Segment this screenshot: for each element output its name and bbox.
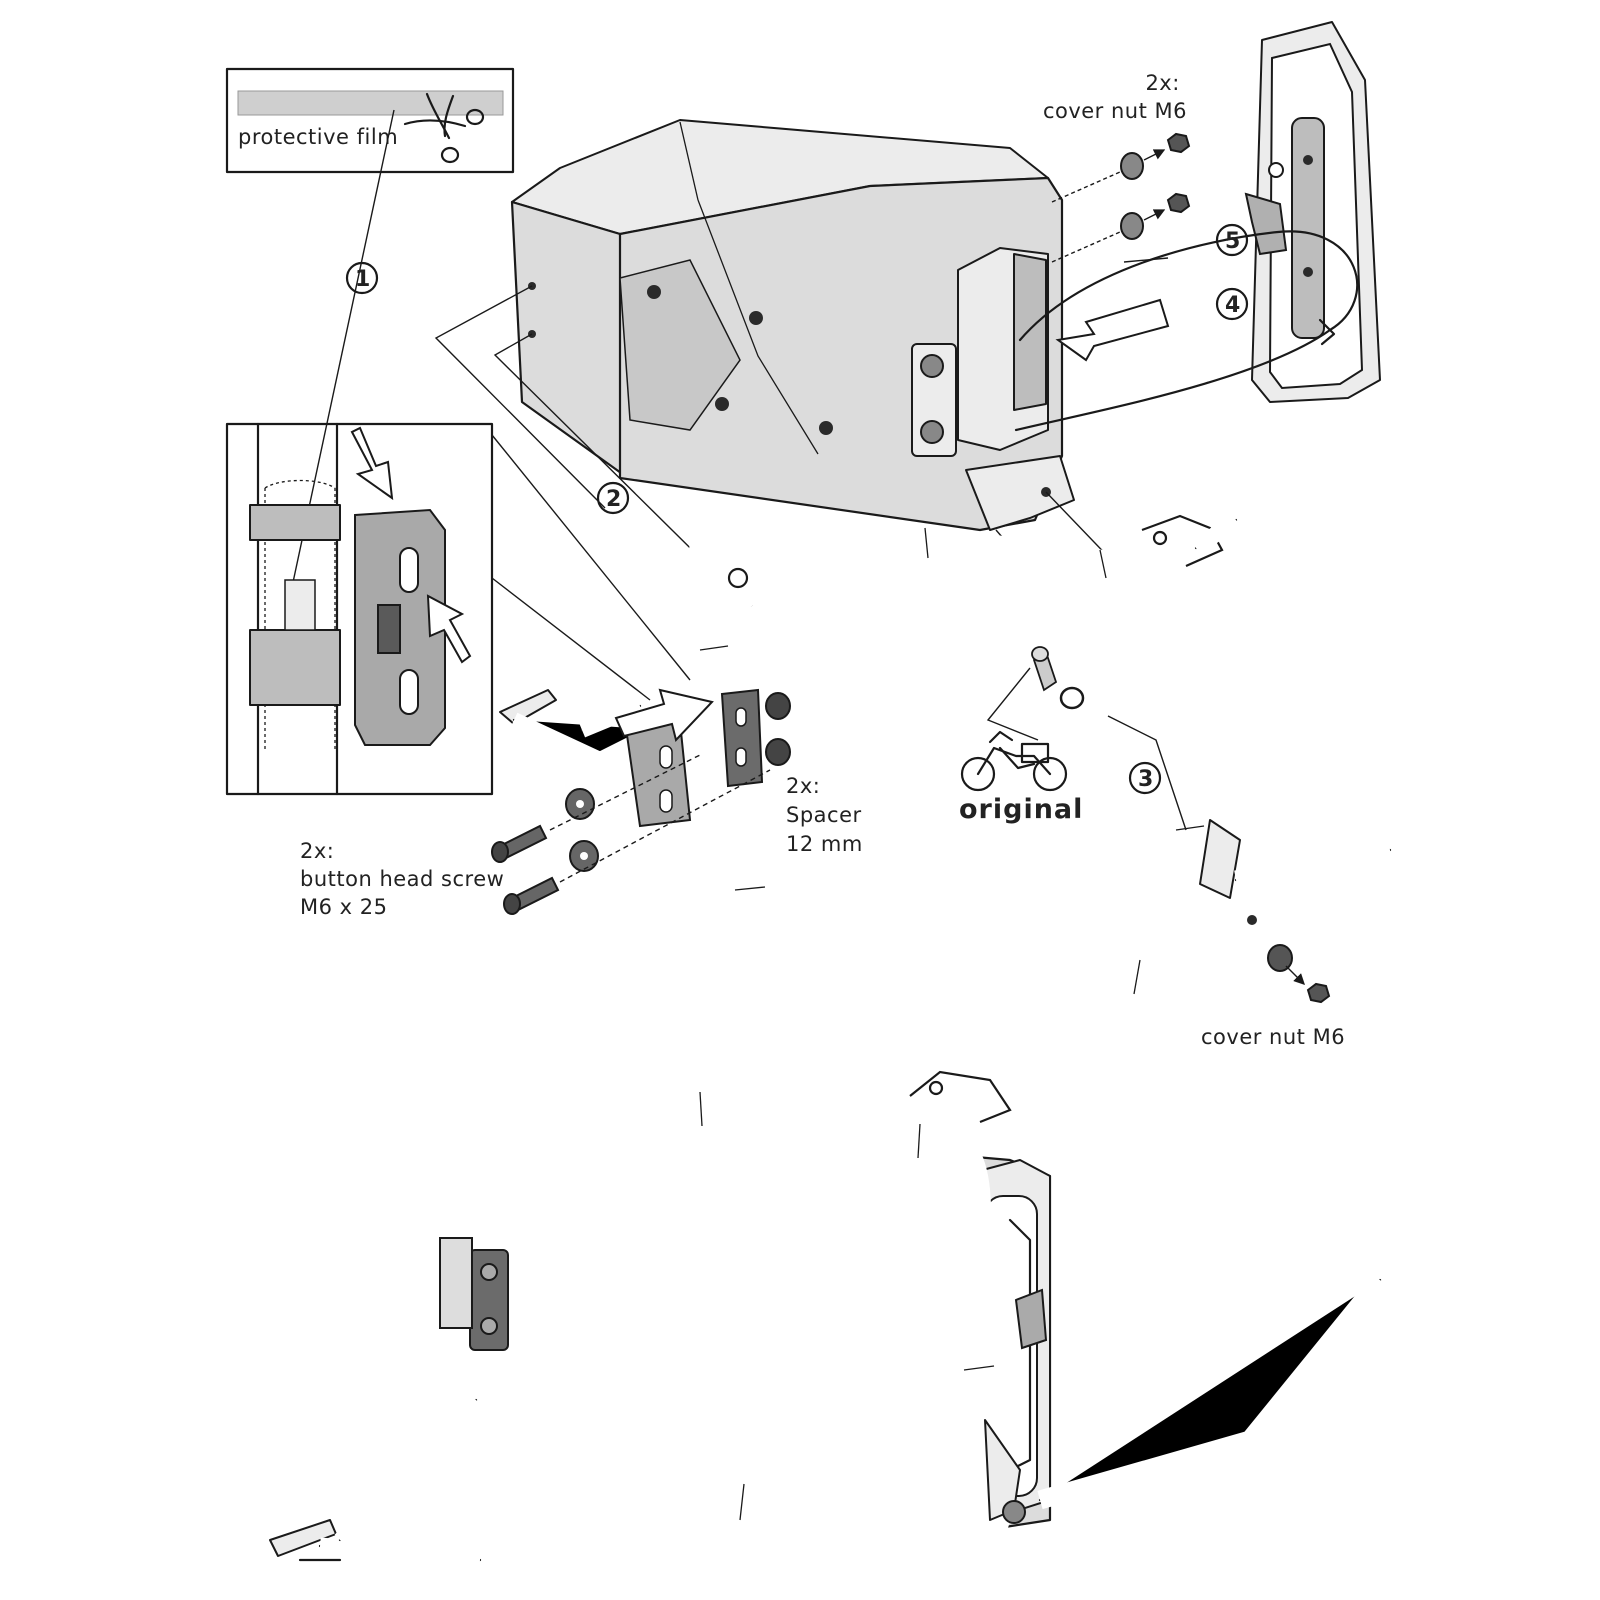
step-1-marker: 1 (345, 261, 379, 295)
cover-nut-bottom (1247, 915, 1331, 1004)
svg-text:1: 1 (355, 267, 370, 292)
side-frame-exploded (499, 497, 1392, 996)
protective-film-inset: protective film (225, 67, 515, 616)
spacer-label: 2x: Spacer 12 mm (786, 774, 869, 856)
svg-text:2: 2 (606, 487, 621, 512)
cover-nut-top-label: 2x: cover nut M6 (1043, 71, 1187, 123)
button-head-screws (491, 754, 771, 915)
original-label: original (959, 794, 1083, 825)
spacers (765, 692, 791, 766)
step-2-marker: 2 (596, 481, 630, 515)
clamp-detail-inset (225, 422, 691, 796)
assembled-view (269, 1048, 1388, 1569)
cover-nuts-top (1051, 132, 1191, 263)
lock-door-panel (1014, 21, 1381, 432)
motorcycle-icon (960, 730, 1068, 792)
svg-text:3: 3 (1138, 767, 1153, 792)
step-4-marker: 4 (1215, 287, 1249, 321)
step-3-marker: 3 (1128, 761, 1162, 795)
scissors-icon (403, 92, 485, 164)
protective-film-label: protective film (238, 125, 398, 149)
svg-text:4: 4 (1225, 293, 1240, 318)
original-bolt-detail (986, 646, 1187, 831)
cover-nut-bottom-label: cover nut M6 (1201, 1025, 1345, 1049)
step-5-marker: 5 (1215, 223, 1249, 257)
screw-label: 2x: button head screw M6 x 25 (300, 839, 512, 919)
toolbox-exploded (434, 119, 1143, 757)
svg-text:5: 5 (1225, 229, 1240, 254)
